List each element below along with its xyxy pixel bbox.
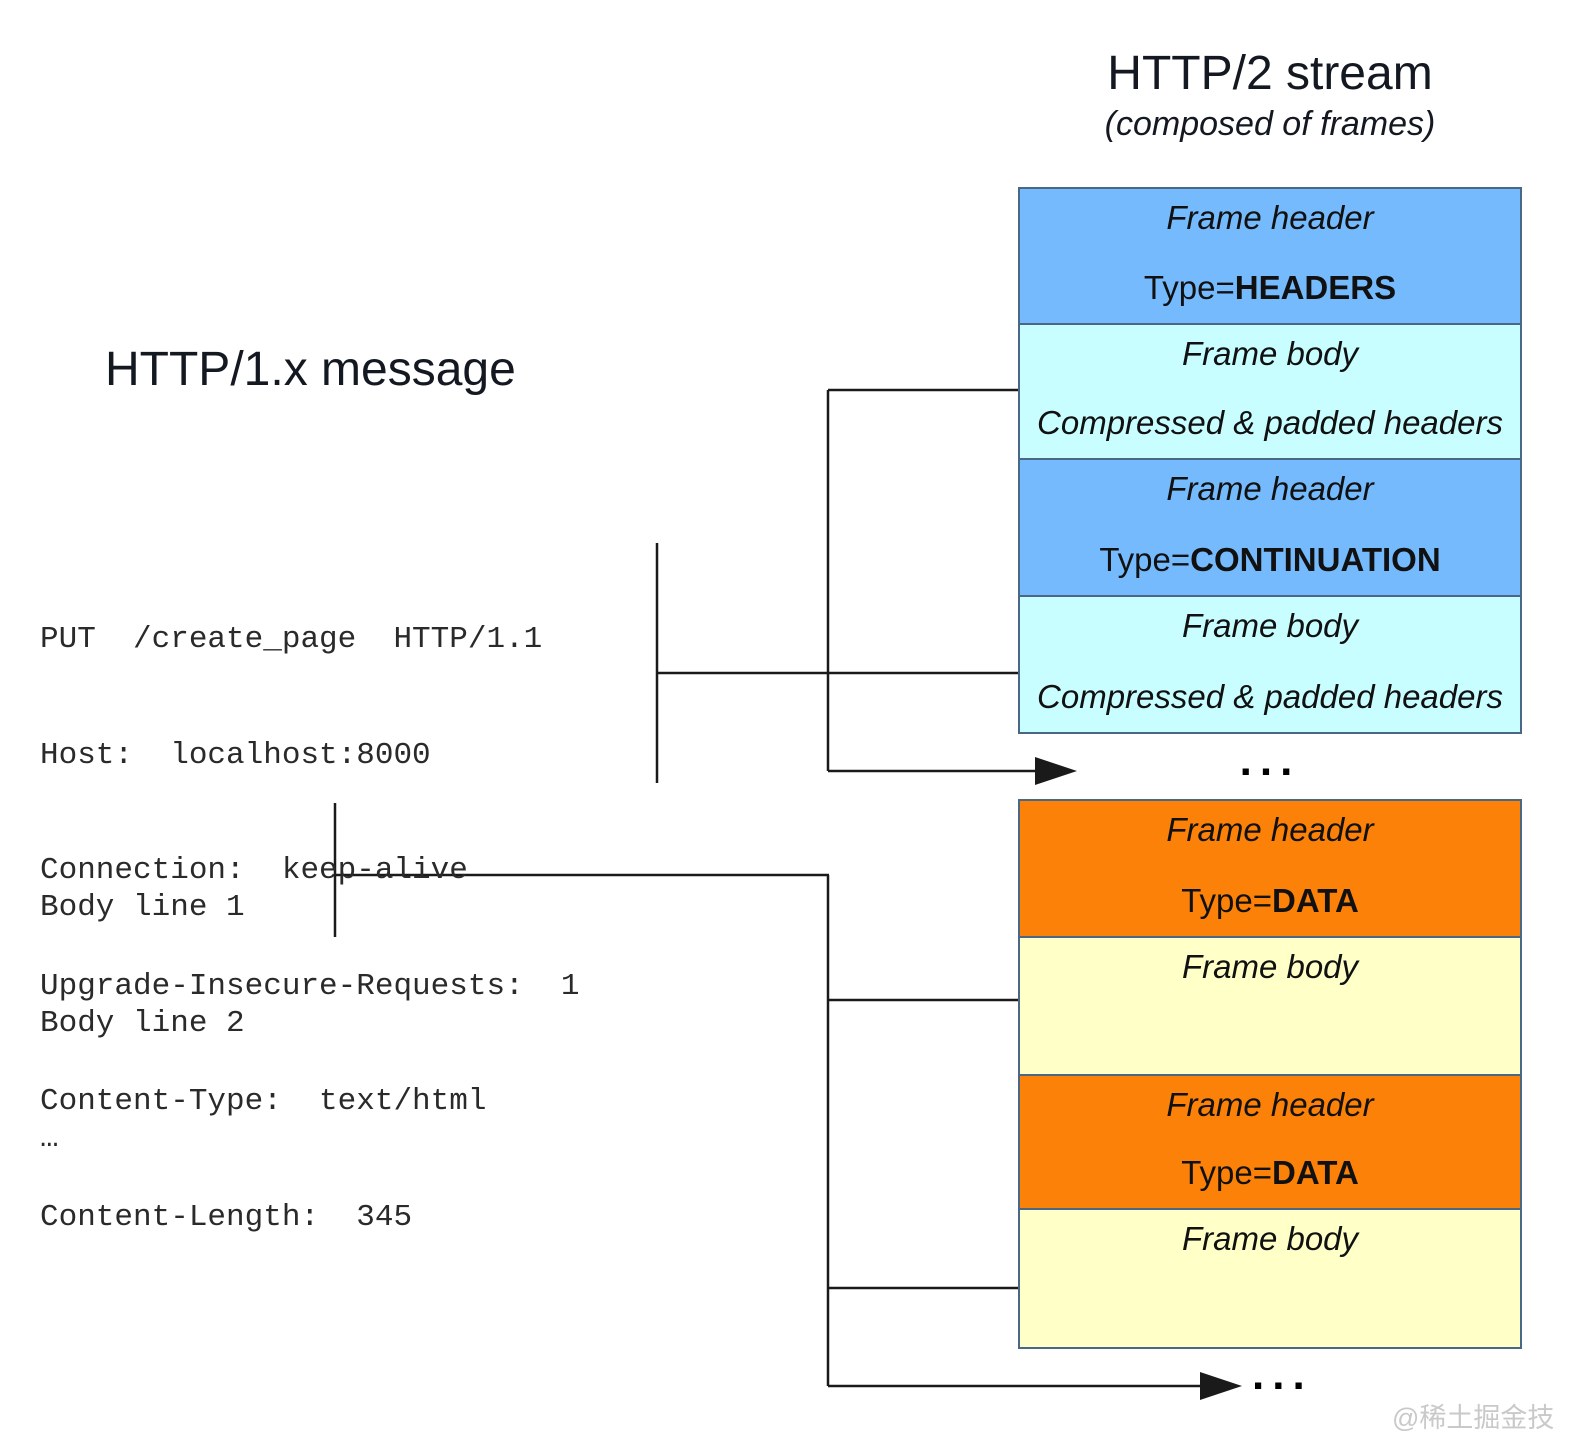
frame-header-data-1: Frame header Type=DATA bbox=[1018, 799, 1522, 938]
data-frame-stack: Frame header Type=DATA Frame body Frame … bbox=[1018, 799, 1522, 1349]
headers-frame-stack: Frame header Type=HEADERS Frame body Com… bbox=[1018, 187, 1522, 734]
frame-body-detail: Compressed & padded headers bbox=[1037, 404, 1503, 441]
request-line: Content-Type: text/html bbox=[40, 1084, 487, 1119]
end-ellipsis: ... bbox=[1252, 1350, 1313, 1399]
mid-ellipsis: ... bbox=[1239, 736, 1301, 785]
body-line: Body line 2 bbox=[40, 1005, 245, 1041]
frame-body-continuation: Frame body Compressed & padded headers bbox=[1018, 595, 1522, 734]
frame-type: Type=DATA bbox=[1181, 1154, 1359, 1192]
frame-type-prefix: Type= bbox=[1143, 269, 1235, 306]
frame-body-data-1: Frame body bbox=[1018, 936, 1522, 1076]
http1-request-text: PUT /create_page HTTP/1.1 Host: localhos… bbox=[40, 544, 580, 1314]
frame-body-label: Frame body bbox=[1181, 948, 1359, 985]
request-line: PUT /create_page HTTP/1.1 bbox=[40, 622, 543, 657]
frame-body-detail: Compressed & padded headers bbox=[1037, 678, 1503, 715]
http2-stream-subtitle: (composed of frames) bbox=[1104, 105, 1436, 143]
frame-header-headers: Frame header Type=HEADERS bbox=[1018, 187, 1522, 325]
frame-type-prefix: Type= bbox=[1099, 541, 1191, 578]
http1-message-title: HTTP/1.x message bbox=[105, 343, 516, 396]
frame-type: Type=CONTINUATION bbox=[1099, 541, 1440, 579]
http2-stream-heading: HTTP/2 stream (composed of frames) bbox=[1018, 46, 1522, 144]
frame-body-label: Frame body bbox=[1181, 335, 1359, 372]
watermark: @稀土掘金技术社区 bbox=[1392, 1403, 1555, 1433]
http1-body-text: Body line 1 Body line 2 … bbox=[40, 812, 245, 1236]
frame-type-value: CONTINUATION bbox=[1190, 541, 1441, 578]
frame-type-value: HEADERS bbox=[1234, 269, 1397, 306]
frame-type-value: DATA bbox=[1272, 1154, 1359, 1191]
frame-type: Type=HEADERS bbox=[1144, 269, 1396, 307]
request-line: Connection: keep-alive bbox=[40, 853, 468, 888]
frame-header-data-2: Frame header Type=DATA bbox=[1018, 1074, 1522, 1210]
frame-body-label: Frame body bbox=[1181, 607, 1359, 644]
frame-header-continuation: Frame header Type=CONTINUATION bbox=[1018, 458, 1522, 597]
http2-stream-title: HTTP/2 stream bbox=[1107, 47, 1433, 100]
frame-header-label: Frame header bbox=[1166, 470, 1374, 507]
frame-body-headers: Frame body Compressed & padded headers bbox=[1018, 323, 1522, 460]
frame-type: Type=DATA bbox=[1181, 882, 1359, 920]
frame-header-label: Frame header bbox=[1166, 1086, 1374, 1123]
frame-type-prefix: Type= bbox=[1181, 1154, 1273, 1191]
request-line: Content-Length: 345 bbox=[40, 1199, 413, 1235]
frame-type-prefix: Type= bbox=[1181, 882, 1273, 919]
frame-header-label: Frame header bbox=[1166, 811, 1374, 848]
frame-header-label: Frame header bbox=[1166, 199, 1374, 236]
body-line: Body line 1 bbox=[40, 890, 245, 925]
arrowhead-end-ellipsis-icon bbox=[1200, 1372, 1242, 1400]
body-line: … bbox=[40, 1121, 59, 1156]
frame-type-value: DATA bbox=[1272, 882, 1359, 919]
request-line: Host: localhost:8000 bbox=[40, 737, 431, 773]
frame-body-data-2: Frame body bbox=[1018, 1208, 1522, 1349]
frame-body-label: Frame body bbox=[1181, 1220, 1359, 1257]
request-line: Upgrade-Insecure-Requests: 1 bbox=[40, 968, 580, 1004]
